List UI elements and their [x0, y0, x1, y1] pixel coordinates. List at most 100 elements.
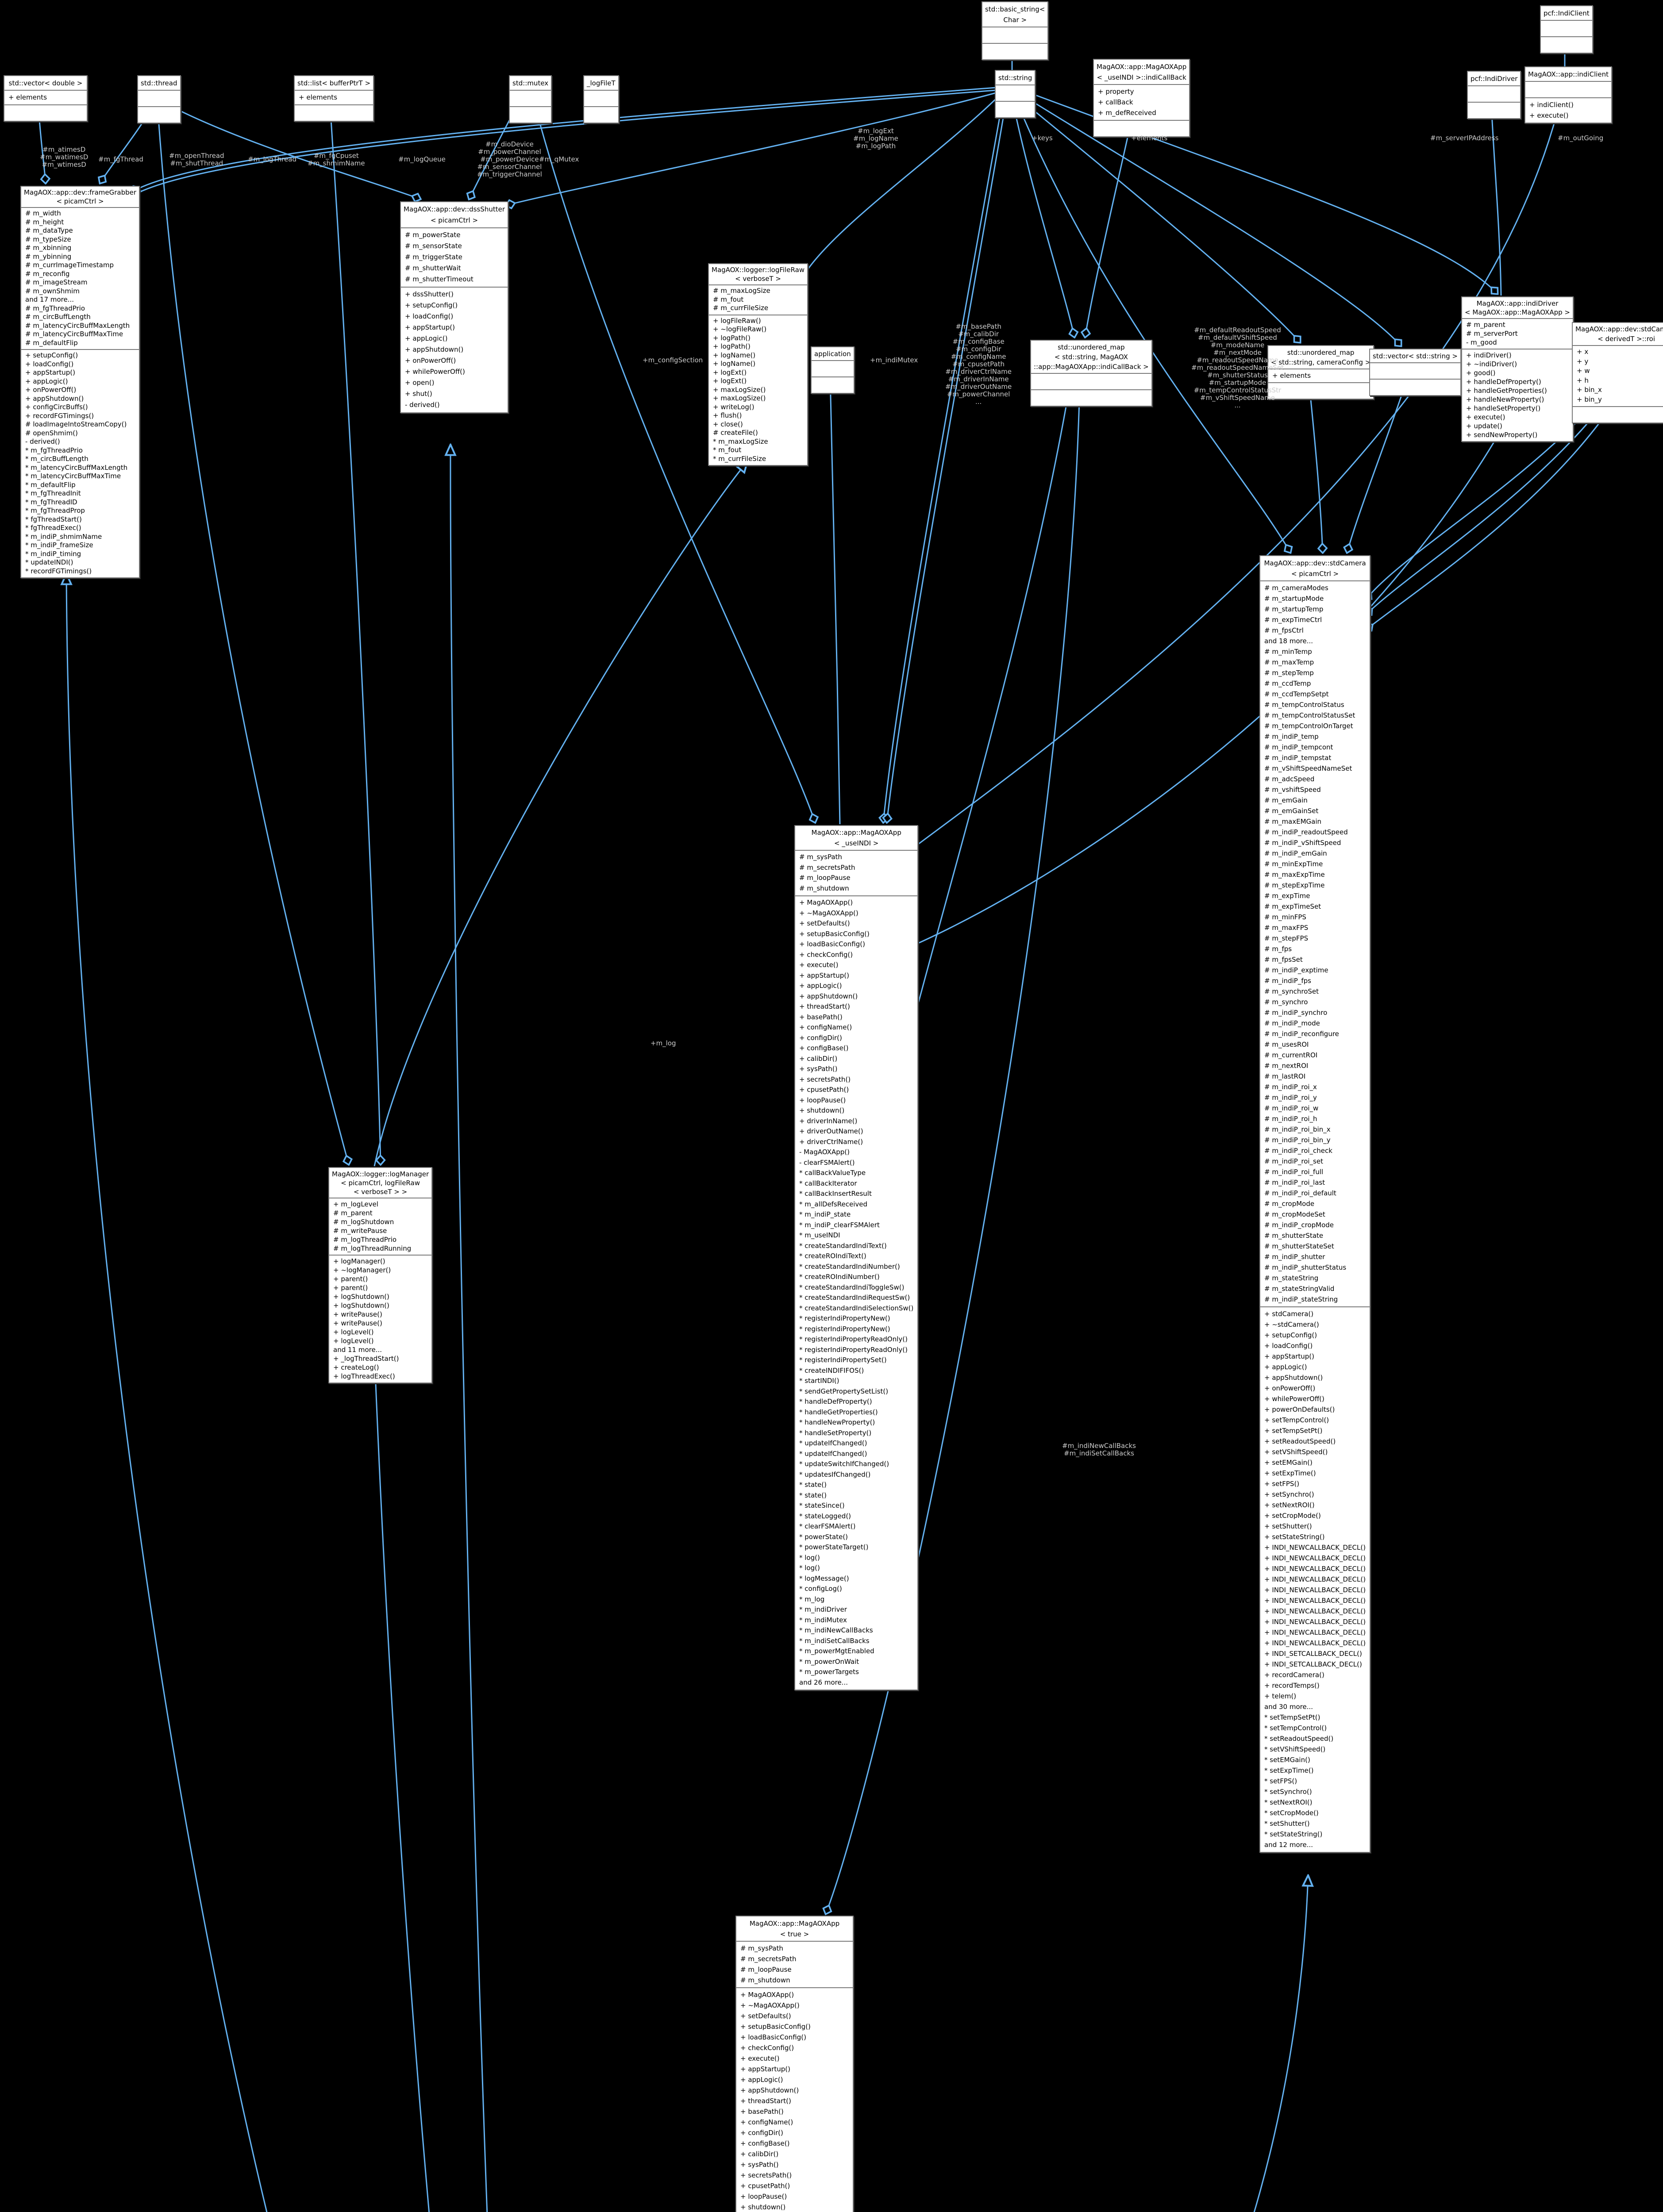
aggregation-edge [887, 100, 1007, 822]
member-row: + INDI_SETCALLBACK_DECL() [1264, 1660, 1362, 1668]
class-title-line: MagAOX::app::MagAOXApp [811, 829, 901, 837]
edge-label-line: #m_powerDevice [480, 155, 539, 163]
class-node-vector-double[interactable]: std::vector< double >+ elements [4, 75, 88, 122]
class-node-framegrabber[interactable]: MagAOX::app::dev::frameGrabber< picamCtr… [20, 186, 140, 578]
class-node-list-bufferptr[interactable]: std::list< bufferPtrT >+ elements [294, 75, 374, 122]
class-node-logfileraw[interactable]: MagAOX::logger::logFileRaw< verboseT ># … [708, 263, 808, 466]
member-row: # m_circBuffLength [25, 313, 91, 321]
class-node-vector-string[interactable]: std::vector< std::string > [1369, 349, 1461, 396]
attributes-section [584, 90, 618, 106]
aggregation-edge [374, 1373, 430, 2212]
member-row: + execute() [1529, 111, 1569, 119]
member-row: * m_circBuffLength [25, 455, 89, 463]
member-row: + appShutdown() [405, 346, 464, 353]
class-node-stdcamera-roi[interactable]: MagAOX::app::dev::stdCamera< derivedT >:… [1572, 322, 1663, 423]
class-node-logmanager[interactable]: MagAOX::logger::logManager< picamCtrl, l… [328, 1167, 433, 1383]
class-node-string[interactable]: std::string [995, 70, 1036, 118]
edge-label-line: #m_readoutSpeedName [1197, 356, 1278, 364]
member-row: * setSynchro() [1264, 1788, 1312, 1796]
member-row: + bin_x [1577, 386, 1602, 394]
class-node-magaoxapp-useindi[interactable]: MagAOX::app::MagAOXApp< _useINDI ># m_sy… [794, 825, 919, 1690]
edge-label-line: #m_calibDir [958, 330, 999, 338]
member-row: and 12 more... [1264, 1841, 1313, 1849]
member-row: # m_indiP_tempcont [1264, 743, 1333, 751]
class-title: MagAOX::logger::logManager< picamCtrl, l… [329, 1168, 431, 1198]
member-row: * m_fgThreadPrio [25, 446, 83, 454]
member-row: * createROIndiNumber() [799, 1273, 880, 1281]
member-row: + ~logManager() [333, 1266, 391, 1274]
class-node-stdcamera[interactable]: MagAOX::app::dev::stdCamera< picamCtrl >… [1259, 555, 1371, 1853]
member-row: # m_currentROI [1264, 1051, 1318, 1059]
edge-label-line: #m_indiNewCallBacks [1062, 1442, 1136, 1450]
attributes-section [1525, 81, 1612, 97]
member-row: # m_shutterState [1264, 1232, 1324, 1240]
member-row: # m_sysPath [740, 1944, 783, 1952]
class-title: std::string [996, 71, 1035, 84]
class-node-magaoxapp-true[interactable]: MagAOX::app::MagAOXApp< true ># m_sysPat… [735, 1916, 854, 2212]
class-title-line: _logFileT [587, 79, 616, 87]
edge-label-line: #m_defaultVShiftSpeed [1198, 334, 1277, 342]
class-node-indicallback[interactable]: MagAOX::app::MagAOXApp< _useINDI >::indi… [1093, 59, 1190, 137]
member-row: + configName() [740, 2118, 793, 2126]
member-row: + sendNewProperty() [1466, 431, 1538, 439]
class-node-pcf-indiclient[interactable]: pcf::IndiClient [1540, 5, 1593, 54]
member-row: + INDI_NEWCALLBACK_DECL() [1264, 1544, 1366, 1551]
member-row: * log() [799, 1564, 820, 1572]
class-node-mutex[interactable]: std::mutex [509, 75, 552, 123]
member-row: * setTempSetPt() [1264, 1713, 1320, 1721]
class-title-line: < _useINDI >::indiCallBack [1097, 73, 1186, 81]
member-row: * setTempControl() [1264, 1724, 1327, 1732]
class-title-line: std::mutex [512, 79, 549, 87]
class-node-thread[interactable]: std::thread [137, 75, 181, 123]
class-node-dssshutter[interactable]: MagAOX::app::dev::dssShutter< picamCtrl … [400, 201, 508, 413]
edge-label-line: #m_logName [853, 134, 898, 142]
class-title-line: MagAOX::app::dev::frameGrabber [24, 188, 137, 196]
member-row: * setStateString() [1264, 1830, 1323, 1838]
member-row: + INDI_NEWCALLBACK_DECL() [1264, 1586, 1366, 1594]
class-title: std::basic_string<Char > [982, 2, 1047, 27]
member-row: + ~MagAOXApp() [799, 909, 858, 917]
member-row: + setEMGain() [1264, 1459, 1313, 1467]
member-row: # m_tempControlStatus [1264, 701, 1344, 709]
member-row: # m_currImageTimestamp [25, 261, 114, 269]
member-row: + MagAOXApp() [740, 1991, 794, 1999]
class-title: std::vector< double > [4, 76, 87, 90]
methods-section [295, 104, 373, 121]
edge-label-line: #m_defaultReadoutSpeed [1194, 326, 1281, 334]
member-row: + open() [405, 379, 435, 387]
member-row: # m_startupTemp [1264, 605, 1324, 613]
member-row: + secretsPath() [740, 2171, 792, 2179]
member-row: # m_indiP_tempstat [1264, 754, 1332, 762]
attributes-section [982, 27, 1048, 43]
member-row: + maxLogSize() [713, 394, 766, 402]
methods-section [996, 101, 1035, 117]
class-node-application[interactable]: application [811, 346, 855, 394]
member-row: + basePath() [740, 2108, 784, 2116]
member-row: # m_fpsSet [1264, 956, 1303, 964]
member-row: + driverOutName() [799, 1127, 863, 1135]
member-row: + sysPath() [799, 1065, 838, 1073]
class-node-app-indiclient[interactable]: MagAOX::app::indiClient+ indiClient()+ e… [1524, 66, 1613, 123]
aggregation-edge [1017, 96, 1300, 342]
member-row: * m_powerMgtEnabled [799, 1647, 874, 1655]
member-row: * setVShiftSpeed() [1264, 1745, 1326, 1753]
member-row: and 26 more... [799, 1678, 848, 1686]
class-node-umap-indicallback[interactable]: std::unordered_map< std::string, MagAOX:… [1030, 340, 1152, 407]
member-row: + writePause() [333, 1310, 382, 1318]
member-row: * m_indiP_shmimName [25, 532, 102, 541]
class-node-basic-string[interactable]: std::basic_string<Char > [982, 1, 1049, 60]
member-row: + cpusetPath() [799, 1086, 849, 1094]
member-row: * state() [799, 1481, 827, 1489]
member-row: # m_parent [1466, 321, 1505, 329]
member-row: + appLogic() [740, 2076, 783, 2084]
member-row: + maxLogSize() [713, 385, 766, 394]
class-node-logfilet[interactable]: _logFileT [583, 75, 619, 123]
edge-label-line: #m_modeName [1210, 341, 1265, 349]
member-row: * m_indiP_frameSize [25, 541, 93, 549]
edge-label-line: #m_logQueue [398, 155, 446, 163]
member-row: * recordFGTimings() [25, 567, 92, 575]
class-node-pcf-indidriver[interactable]: pcf::IndiDriver [1467, 71, 1521, 119]
member-row: + writePause() [333, 1319, 382, 1327]
class-node-app-indidriver[interactable]: MagAOX::app::indiDriver< MagAOX::app::Ma… [1461, 296, 1574, 442]
member-row: + indiDriver() [1466, 351, 1512, 359]
